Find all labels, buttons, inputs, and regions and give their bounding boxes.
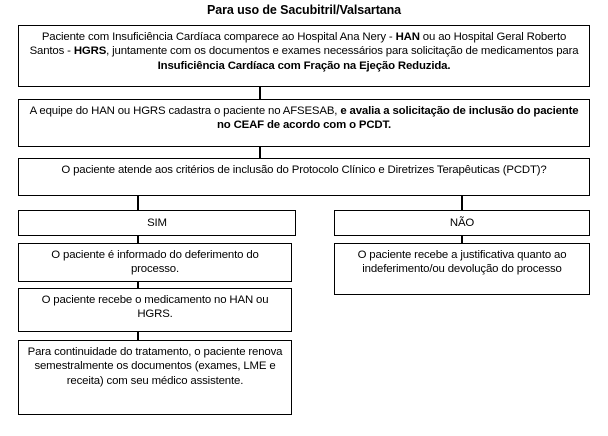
branch-label-yes: SIM bbox=[18, 210, 296, 236]
connector-n2-n3 bbox=[259, 147, 261, 158]
step-approval-notice-text: O paciente é informado do deferimento do… bbox=[51, 249, 259, 276]
connector-nao-r1 bbox=[461, 236, 463, 243]
decision-pcdt-criteria: O paciente atende aos critérios de inclu… bbox=[18, 158, 590, 196]
branch-label-no: NÃO bbox=[334, 210, 590, 236]
step-denial-justification-text: O paciente recebe a justificativa quanto… bbox=[357, 249, 567, 276]
connector-l2-l3 bbox=[137, 332, 139, 340]
step-receive-medication: O paciente recebe o medicamento no HAN o… bbox=[18, 288, 292, 332]
step-patient-arrival: Paciente com Insuficiência Cardíaca comp… bbox=[18, 25, 590, 87]
connector-n1-n2 bbox=[259, 87, 261, 99]
step-semiannual-renewal: Para continuidade do tratamento, o pacie… bbox=[18, 340, 292, 415]
branch-label-no-text: NÃO bbox=[449, 216, 475, 229]
step-registration-afsesab-text: A equipe do HAN ou HGRS cadastra o pacie… bbox=[29, 105, 579, 132]
page-title: Para uso de Sacubitril/Valsartana bbox=[206, 3, 401, 17]
step-registration-afsesab: A equipe do HAN ou HGRS cadastra o pacie… bbox=[18, 99, 590, 147]
connector-l1-l2 bbox=[137, 282, 139, 288]
step-denial-justification: O paciente recebe a justificativa quanto… bbox=[334, 243, 590, 295]
connector-sim-l1 bbox=[137, 236, 139, 243]
step-approval-notice: O paciente é informado do deferimento do… bbox=[18, 243, 292, 282]
decision-pcdt-criteria-text: O paciente atende aos critérios de inclu… bbox=[61, 164, 547, 176]
step-patient-arrival-text: Paciente com Insuficiência Cardíaca comp… bbox=[29, 31, 579, 72]
connector-n3-sim bbox=[137, 196, 139, 210]
branch-label-yes-text: SIM bbox=[147, 216, 167, 229]
step-semiannual-renewal-text: Para continuidade do tratamento, o pacie… bbox=[27, 346, 283, 387]
connector-n3-nao bbox=[461, 196, 463, 210]
step-receive-medication-text: O paciente recebe o medicamento no HAN o… bbox=[41, 294, 269, 321]
